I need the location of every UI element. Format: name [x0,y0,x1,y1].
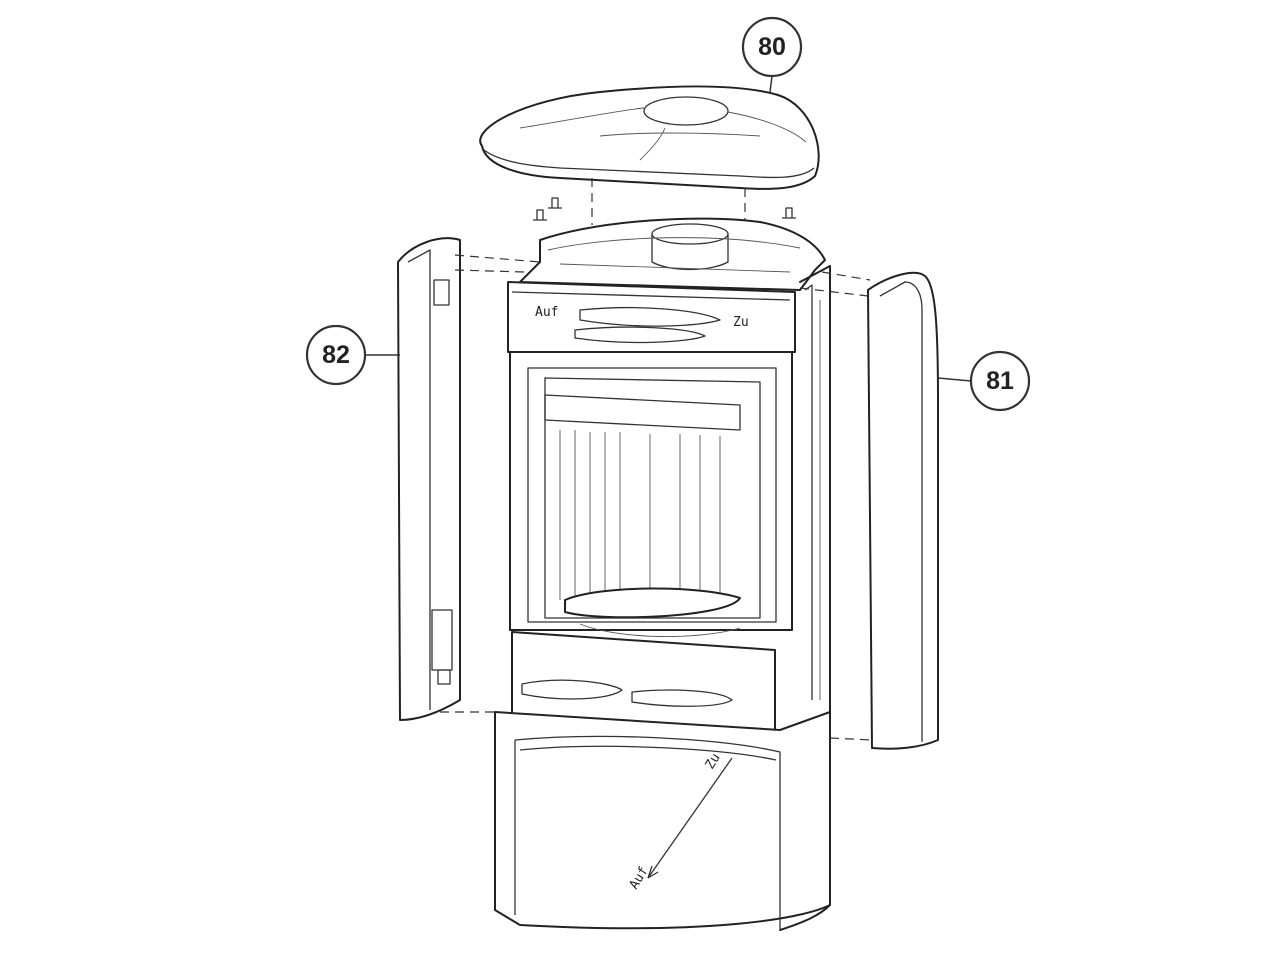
right-side-panel-part [867,271,939,750]
top-cover-part [479,85,820,190]
control-open-mark: Auf [535,305,558,320]
callout-82-label: 82 [322,341,350,369]
control-closed-mark: Zu [733,315,749,330]
ash-closed-mark: Zu [703,751,724,772]
fastening-screws [533,197,796,221]
callout-80-label: 80 [758,33,786,61]
callout-81-label: 81 [986,367,1014,395]
ash-door-control-arrow [647,757,733,879]
callout-80: 80 [741,16,803,93]
assembly-lines [440,254,873,741]
left-side-panel-part [397,237,461,721]
glass-hatching [559,430,721,600]
callout-82: 82 [305,324,400,386]
stove-body [494,217,831,931]
callout-81: 81 [937,350,1031,412]
